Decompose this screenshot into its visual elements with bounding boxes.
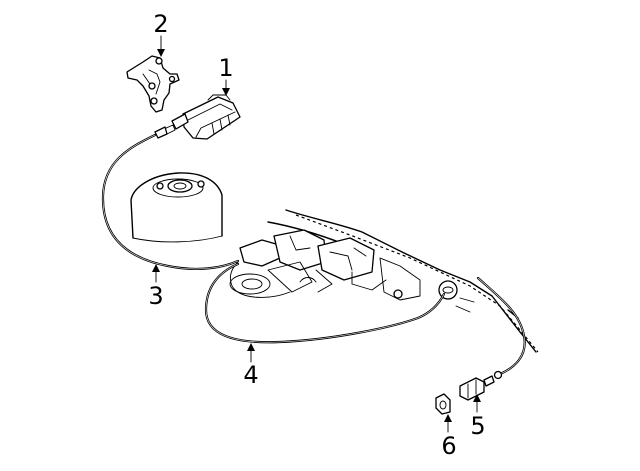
strut-tower [130, 172, 223, 243]
mounting-bracket [126, 55, 180, 113]
connector [459, 375, 495, 401]
accelerator-cable [204, 262, 446, 344]
callout-3: 3 [148, 282, 163, 310]
callout-4: 4 [243, 361, 258, 389]
throttle-cable [101, 133, 240, 271]
callout-5: 5 [470, 412, 485, 440]
callout-2: 2 [153, 10, 168, 38]
leader-lines [152, 35, 481, 433]
wiring-harness [476, 276, 526, 380]
engine-assembly [229, 209, 539, 353]
callout-1: 1 [218, 54, 233, 82]
retaining-clip [435, 393, 451, 415]
cruise-control-module [154, 94, 241, 140]
callout-6: 6 [441, 432, 456, 460]
